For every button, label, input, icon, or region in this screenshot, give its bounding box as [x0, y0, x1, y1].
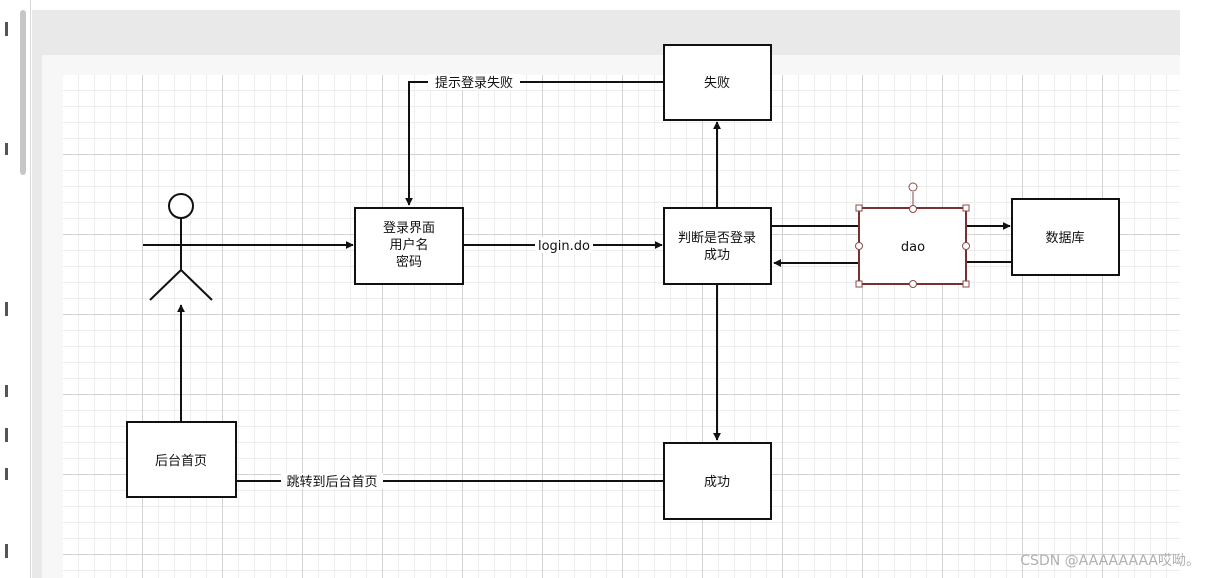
- node-admin-home-label: 后台首页: [155, 454, 207, 469]
- canvas-grid[interactable]: [63, 75, 1180, 578]
- node-login-form[interactable]: 登录界面 用户名 密码: [354, 207, 464, 285]
- node-judge-line-2: 成功: [704, 248, 730, 263]
- edge-label-bg: [281, 473, 383, 489]
- strip-mark: [5, 428, 8, 442]
- resize-handle[interactable]: [855, 280, 863, 288]
- resize-handle[interactable]: [855, 204, 863, 212]
- resize-handle[interactable]: [962, 242, 970, 250]
- left-scrollbar[interactable]: [20, 10, 26, 175]
- node-database[interactable]: 数据库: [1011, 198, 1120, 276]
- strip-mark: [5, 544, 8, 558]
- node-success[interactable]: 成功: [663, 442, 772, 520]
- node-database-label: 数据库: [1045, 230, 1084, 246]
- node-fail-label: 失败: [704, 76, 730, 91]
- node-fail[interactable]: 失败: [663, 44, 772, 121]
- resize-handle[interactable]: [909, 205, 917, 213]
- edge-label-login-do: login.do: [538, 239, 590, 254]
- node-dao-label: dao: [901, 240, 925, 255]
- actor-user-figure[interactable]: [143, 193, 220, 301]
- resize-handle[interactable]: [855, 242, 863, 250]
- strip-mark: [5, 468, 8, 480]
- edge-label-bg: [428, 74, 520, 90]
- node-login-form-line-1: 登录界面: [383, 221, 435, 236]
- edge-label-bg: [535, 237, 593, 253]
- strip-mark: [5, 22, 8, 36]
- node-dao-selected[interactable]: dao: [855, 182, 970, 288]
- strip-mark: [5, 143, 8, 155]
- watermark: CSDN @AAAAAAAA哎呦。: [1020, 553, 1200, 569]
- edge-fail-to-login[interactable]: 提示登录失败: [405, 74, 664, 206]
- rotate-handle[interactable]: [908, 182, 918, 192]
- left-panel-strip: [0, 0, 31, 578]
- edge-label-prompt-fail: 提示登录失败: [435, 75, 513, 91]
- edge-label-redirect-home: 跳转到后台首页: [286, 475, 377, 490]
- resize-handle[interactable]: [962, 280, 970, 288]
- edge-login-to-judge[interactable]: login.do: [463, 237, 663, 254]
- edge-success-to-home[interactable]: 跳转到后台首页: [237, 473, 664, 490]
- strip-mark: [5, 302, 8, 316]
- node-login-form-line-3: 密码: [396, 254, 422, 270]
- node-login-form-line-2: 用户名: [389, 237, 428, 253]
- resize-handle[interactable]: [962, 204, 970, 212]
- node-success-label: 成功: [704, 475, 730, 490]
- resize-handle[interactable]: [909, 280, 917, 288]
- node-admin-home[interactable]: 后台首页: [126, 421, 237, 498]
- node-judge-login[interactable]: 判断是否登录 成功: [663, 207, 772, 285]
- node-judge-line-1: 判断是否登录: [678, 231, 756, 246]
- strip-mark: [5, 385, 8, 397]
